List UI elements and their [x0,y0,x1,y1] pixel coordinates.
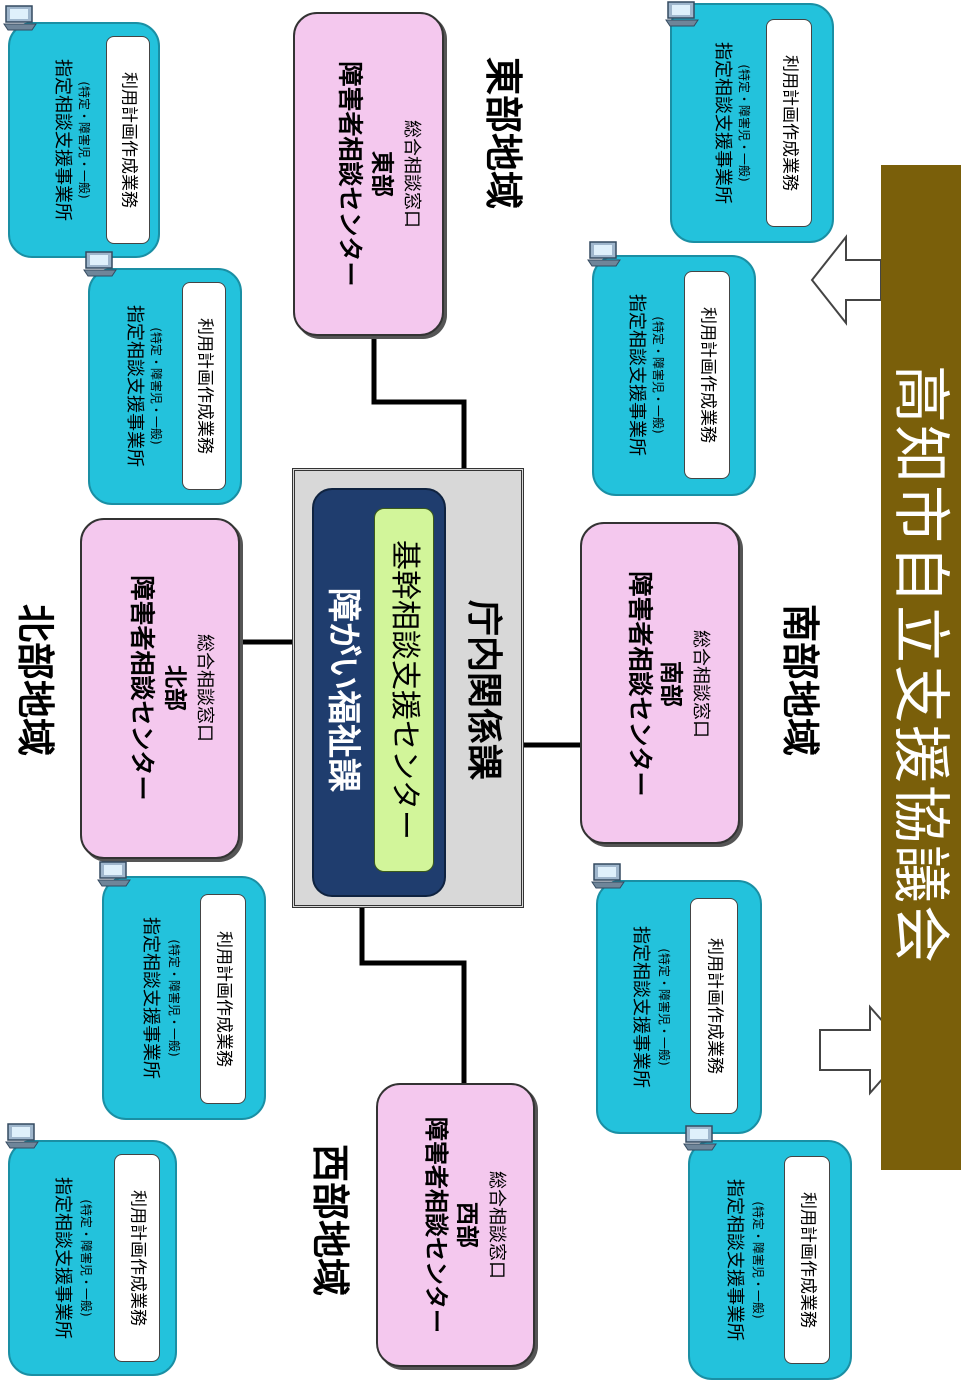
office-title: 指定相談支援事業所 [124,305,145,467]
office-duty-box: 利用計画作成業務 [182,282,226,490]
office-sub: (特定・障害児・一般) [657,948,671,1066]
council-label: 高知市自立支援協議会 [887,364,955,966]
office-duty: 利用計画作成業務 [779,55,800,191]
office-title: 指定相談支援事業所 [52,59,73,221]
center-north-name: 障害者相談センター [127,575,157,801]
center-south-name: 障害者相談センター [625,571,655,797]
region-south-label: 南部地域 [778,603,822,757]
office-sub: (特定・障害児・一般) [149,327,163,445]
office-sub: (特定・障害児・一般) [77,81,91,199]
office-sub: (特定・障害児・一般) [167,939,181,1057]
welfare-dept-label: 障がい福祉課 [323,588,363,792]
core-center-label: 基幹相談支援センター [387,540,422,840]
office-nw-bottom: 指定相談支援事業所 (特定・障害児・一般) 利用計画作成業務 [8,1140,177,1376]
office-duty-box: 利用計画作成業務 [106,36,150,244]
office-duty: 利用計画作成業務 [797,1192,818,1328]
center-south-area: 南部 [657,661,684,707]
center-west-window: 総合相談窓口 [486,1171,507,1279]
center-east-area: 東部 [368,151,395,197]
core-center-box: 基幹相談支援センター [374,508,434,872]
office-duty-box: 利用計画作成業務 [784,1156,830,1364]
computer-icon [587,241,621,267]
center-south: 障害者相談センター 南部 総合相談窓口 [580,522,740,844]
computer-icon [591,863,625,889]
office-duty-box: 利用計画作成業務 [114,1154,160,1362]
center-west-name: 障害者相談センター [422,1117,450,1333]
office-title: 指定相談支援事業所 [712,42,733,204]
office-south-bottom: 指定相談支援事業所 (特定・障害児・一般) 利用計画作成業務 [688,1140,852,1380]
center-south-window: 総合相談窓口 [690,630,711,738]
center-east-window: 総合相談窓口 [401,120,422,228]
center-east-name: 障害者相談センター [335,61,365,287]
center-north-window: 総合相談窓口 [194,634,215,742]
center-west: 障害者相談センター 西部 総合相談窓口 [376,1083,535,1367]
council-band: 高知市自立支援協議会 [881,165,961,1170]
office-south-mid: 指定相談支援事業所 (特定・障害児・一般) 利用計画作成業務 [596,880,762,1134]
computer-icon [5,1123,39,1149]
office-north-upper: 指定相談支援事業所 (特定・障害児・一般) 利用計画作成業務 [88,268,242,505]
office-sub: (特定・障害児・一般) [79,1199,93,1317]
office-east-top: 指定相談支援事業所 (特定・障害児・一般) 利用計画作成業務 [670,3,834,243]
office-duty: 利用計画作成業務 [127,1190,148,1326]
computer-icon [665,1,699,27]
office-duty-box: 利用計画作成業務 [200,894,246,1104]
office-duty: 利用計画作成業務 [118,72,139,208]
office-sub: (特定・障害児・一般) [651,316,665,434]
computer-icon [97,861,131,887]
office-duty: 利用計画作成業務 [704,938,725,1074]
office-north-lower: 指定相談支援事業所 (特定・障害児・一般) 利用計画作成業務 [102,876,266,1120]
center-north-area: 北部 [161,665,188,711]
office-east-mid: 指定相談支援事業所 (特定・障害児・一般) 利用計画作成業務 [592,255,756,496]
office-sub: (特定・障害児・一般) [737,64,751,182]
office-title: 指定相談支援事業所 [140,917,161,1079]
office-duty: 利用計画作成業務 [213,931,234,1067]
office-duty-box: 利用計画作成業務 [684,271,730,479]
computer-icon [3,5,37,31]
office-nw-top: 指定相談支援事業所 (特定・障害児・一般) 利用計画作成業務 [8,22,160,258]
office-sub: (特定・障害児・一般) [751,1201,765,1319]
office-title: 指定相談支援事業所 [724,1179,745,1341]
connector-east [371,332,467,468]
office-title: 指定相談支援事業所 [52,1177,73,1339]
region-west-label: 西部地域 [308,1143,352,1297]
arrow-to-east [810,234,882,326]
office-duty: 利用計画作成業務 [194,318,215,454]
region-east-label: 東部地域 [481,56,525,210]
office-title: 指定相談支援事業所 [626,294,647,456]
related-depts-label: 庁内関係課 [463,599,504,781]
center-west-area: 西部 [453,1202,480,1248]
connector-west [359,908,467,1083]
office-title: 指定相談支援事業所 [630,926,651,1088]
office-duty-box: 利用計画作成業務 [766,19,812,227]
office-duty: 利用計画作成業務 [697,307,718,443]
region-north-label: 北部地域 [13,603,57,757]
computer-icon [683,1125,717,1151]
computer-icon [83,251,117,277]
office-duty-box: 利用計画作成業務 [690,898,738,1114]
center-north: 障害者相談センター 北部 総合相談窓口 [80,518,240,859]
center-east: 障害者相談センター 東部 総合相談窓口 [293,12,444,336]
connector-paths [236,332,580,1083]
